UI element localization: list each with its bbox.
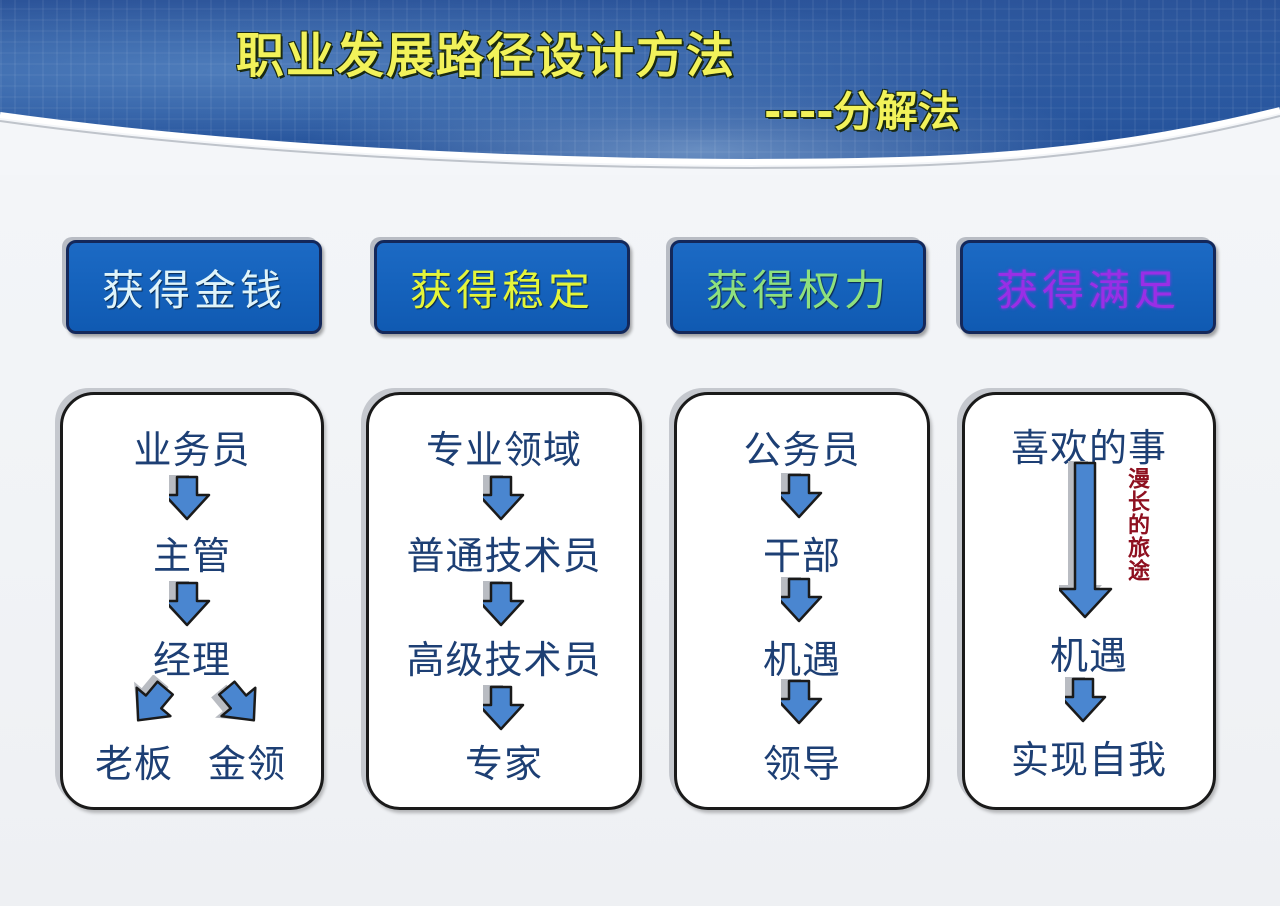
down-right-arrow-icon	[211, 675, 271, 735]
path-node: 机遇	[1049, 634, 1128, 678]
category-stability: 获得稳定	[374, 240, 630, 334]
down-arrow-icon	[169, 475, 211, 521]
category-satisfaction: 获得满足	[960, 240, 1216, 334]
path-node: 专家	[464, 742, 543, 786]
down-arrow-icon	[483, 475, 525, 521]
path-branch-node: 老板	[94, 742, 173, 786]
path-node: 业务员	[133, 428, 251, 472]
path-node: 实现自我	[1010, 738, 1167, 782]
category-power: 获得权力	[670, 240, 926, 334]
down-arrow-icon	[169, 581, 211, 627]
path-node: 干部	[762, 534, 841, 578]
down-arrow-icon	[1065, 677, 1107, 723]
long-down-arrow-icon	[1059, 461, 1113, 619]
path-branch-node: 金领	[207, 742, 286, 786]
down-arrow-icon	[483, 685, 525, 731]
path-node: 领导	[762, 742, 841, 786]
path-box-stability: 专业领域 普通技术员 高级技术员 专家	[366, 392, 642, 810]
down-left-arrow-icon	[121, 675, 181, 735]
category-label: 获得稳定	[409, 265, 594, 315]
down-arrow-icon	[483, 581, 525, 627]
banner-wave-divider	[0, 107, 1280, 175]
path-node: 机遇	[762, 638, 841, 682]
path-box-satisfaction: 喜欢的事 漫长的旅途 机遇 实现自我	[962, 392, 1216, 810]
path-node: 公务员	[743, 428, 861, 472]
category-label: 获得金钱	[101, 265, 286, 315]
down-arrow-icon	[781, 679, 823, 725]
category-label: 获得满足	[995, 265, 1180, 315]
path-node: 高级技术员	[406, 638, 602, 682]
path-box-power: 公务员 干部 机遇 领导	[674, 392, 930, 810]
category-money: 获得金钱	[66, 240, 322, 334]
category-label: 获得权力	[705, 265, 890, 315]
page-title: 职业发展路径设计方法	[236, 28, 737, 84]
down-arrow-icon	[781, 577, 823, 623]
journey-annotation: 漫长的旅途	[1124, 467, 1149, 582]
path-box-money: 业务员 主管 经理 老板 金领	[60, 392, 324, 810]
page-subtitle: ----分解法	[764, 87, 960, 136]
path-node: 普通技术员	[406, 534, 602, 578]
down-arrow-icon	[781, 473, 823, 519]
path-node: 经理	[152, 638, 231, 682]
path-node: 专业领域	[425, 428, 582, 472]
header-banner: 职业发展路径设计方法 ----分解法	[0, 0, 1280, 175]
path-node: 主管	[152, 534, 231, 578]
